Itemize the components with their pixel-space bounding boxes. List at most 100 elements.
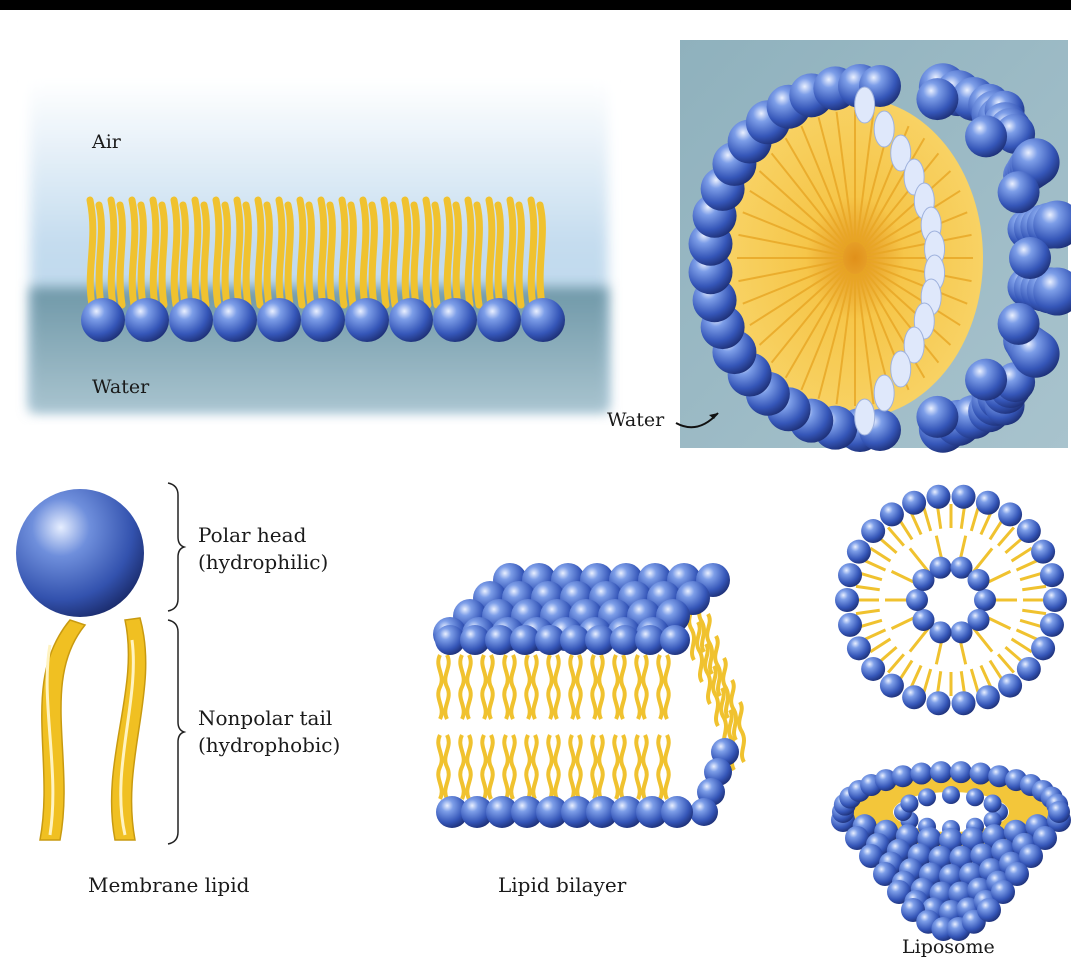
monolayer-tail — [489, 200, 492, 305]
bilayer-tail-lower — [445, 735, 448, 799]
monolayer-tail — [174, 200, 177, 305]
monolayer-tail — [519, 205, 521, 305]
liposome-outer-head — [847, 540, 871, 564]
monolayer-tail — [321, 200, 324, 305]
liposome-outer-head — [838, 563, 862, 587]
monolayer-tail — [204, 205, 206, 305]
liposome-inner-head — [929, 557, 951, 579]
monolayer-head — [257, 298, 301, 342]
bilayer-tail-lower — [482, 735, 485, 799]
bilayer-bottom-head — [661, 796, 693, 828]
liposome-outer-head — [1017, 657, 1041, 681]
bilayer-tail-upper — [548, 655, 551, 719]
liposome-outer-head — [1031, 540, 1055, 564]
bilayer-tail-upper — [555, 655, 558, 719]
bilayer-tail-lower — [467, 735, 470, 799]
monolayer-tail — [363, 200, 366, 305]
bilayer-tail-lower — [460, 735, 463, 799]
monolayer-tail — [351, 205, 353, 305]
bilayer-tail-upper — [467, 655, 470, 719]
monolayer-tail — [132, 200, 135, 305]
bilayer-tail-lower — [665, 735, 668, 799]
bilayer-tail-lower — [592, 735, 595, 799]
monolayer-tail — [309, 205, 311, 305]
monolayer-head — [345, 298, 389, 342]
liposome-inner-ring-head — [918, 788, 936, 806]
bilayer-tail-lower — [570, 735, 573, 799]
monolayer-tail — [393, 205, 395, 305]
lipid-tail-left — [40, 620, 85, 840]
bilayer-top-head — [660, 625, 690, 655]
bilayer-tail-upper — [577, 655, 580, 719]
bilayer-tail-upper — [482, 655, 485, 719]
monolayer-tail — [237, 200, 240, 305]
monolayer-tail — [279, 200, 282, 305]
micelle-cut-head — [874, 375, 894, 411]
monolayer-tail — [258, 200, 261, 305]
monolayer-tail — [300, 200, 303, 305]
monolayer-tail — [153, 200, 156, 305]
lipid-bilayer-caption: Lipid bilayer — [498, 872, 626, 899]
tail-bracket — [168, 620, 184, 844]
bilayer-tail-upper — [570, 655, 573, 719]
micelle-cut-head — [855, 87, 875, 123]
bilayer-tail-upper — [665, 655, 668, 719]
bilayer-tail-upper — [445, 655, 448, 719]
bilayer-side-tail — [713, 666, 718, 726]
liposome-outer-head — [952, 485, 976, 509]
bilayer-tail-upper — [643, 655, 646, 719]
monolayer-tail — [330, 205, 332, 305]
bilayer-tail-upper — [511, 655, 514, 719]
bilayer-tail-upper — [438, 655, 441, 719]
liposome-outer-head — [902, 685, 926, 709]
bilayer-tail-upper — [621, 655, 624, 719]
monolayer-tail — [216, 200, 219, 305]
liposome-outer-head — [835, 588, 859, 612]
liposome-inner-head — [951, 621, 973, 643]
liposome-outer-head — [861, 519, 885, 543]
bilayer-tail-upper — [489, 655, 492, 719]
bilayer-tail-upper — [599, 655, 602, 719]
monolayer-head — [389, 298, 433, 342]
micelle-rim-sphere — [916, 396, 958, 438]
bilayer-tail-upper — [636, 655, 639, 719]
bilayer-side-tail — [739, 702, 744, 762]
polar-head-label: Polar head (hydrophilic) — [198, 522, 328, 576]
monolayer-tail — [510, 200, 513, 305]
bilayer-tail-lower — [489, 735, 492, 799]
lipid-bilayer-figure — [433, 563, 744, 828]
liposome-rim-head — [930, 761, 952, 783]
bilayer-tail-upper — [504, 655, 507, 719]
monolayer-head — [125, 298, 169, 342]
monolayer-tail — [384, 200, 387, 305]
liposome-outer-head — [976, 491, 1000, 515]
air-label: Air — [92, 131, 121, 153]
liposome-outer-head — [1017, 519, 1041, 543]
bilayer-tail-lower — [636, 735, 639, 799]
monolayer-tail — [477, 205, 479, 305]
polar-head-line1: Polar head — [198, 522, 328, 549]
nonpolar-tail-line2: (hydrophobic) — [198, 732, 340, 759]
liposome-outer-head — [998, 674, 1022, 698]
bilayer-tail-upper — [592, 655, 595, 719]
membrane-lipid-figure — [16, 483, 184, 844]
liposome-inner-head — [974, 589, 996, 611]
micelle-rim-sphere — [965, 115, 1007, 157]
liposome-outer-head — [838, 613, 862, 637]
nonpolar-tail-line1: Nonpolar tail — [198, 705, 340, 732]
liposome-outer-head — [1040, 613, 1064, 637]
monolayer-panel — [30, 80, 608, 412]
liposome-cross-section — [835, 485, 1067, 715]
monolayer-tail — [246, 205, 248, 305]
micelle-rim-sphere — [916, 78, 958, 120]
water-label-monolayer: Water — [92, 376, 149, 398]
liposome-rim-head — [970, 763, 992, 785]
bilayer-tail-lower — [548, 735, 551, 799]
bilayer-tail-upper — [614, 655, 617, 719]
monolayer-tail — [90, 200, 93, 305]
monolayer-tail — [426, 200, 429, 305]
monolayer-tail — [111, 200, 114, 305]
monolayer-tail — [162, 205, 164, 305]
monolayer-tail — [141, 205, 143, 305]
monolayer-tail — [456, 205, 458, 305]
